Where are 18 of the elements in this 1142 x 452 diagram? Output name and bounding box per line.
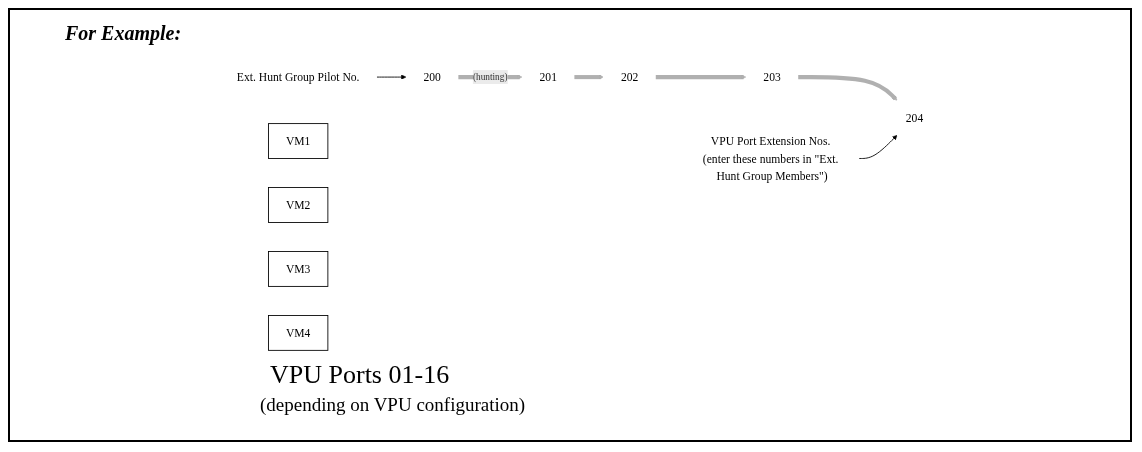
node-box: VM3 <box>268 251 329 287</box>
ports-caption: VPU Ports 01-16 <box>270 360 450 390</box>
example-heading: For Example: <box>65 22 182 45</box>
node-text: 201 <box>539 70 557 84</box>
node-text: 203 <box>763 70 781 84</box>
node-text: Ext. Hunt Group Pilot No. <box>236 70 360 84</box>
arrow <box>798 75 898 101</box>
node-box: VM4 <box>268 315 329 351</box>
node-text: 204 <box>905 111 924 125</box>
node-box: VM1 <box>268 123 329 159</box>
ports-note: (depending on VPU configuration) <box>260 394 526 416</box>
arrow <box>574 74 604 80</box>
arrow <box>655 74 747 80</box>
node-text: VPU Port Extension Nos. (enter these numbers in "Ext. Hunt Group Members") <box>702 134 839 183</box>
node-text: 202 <box>620 70 639 84</box>
edge-label: (hunting) <box>472 71 508 82</box>
node-box: VM2 <box>268 187 329 223</box>
node-text: 200 <box>423 70 441 84</box>
